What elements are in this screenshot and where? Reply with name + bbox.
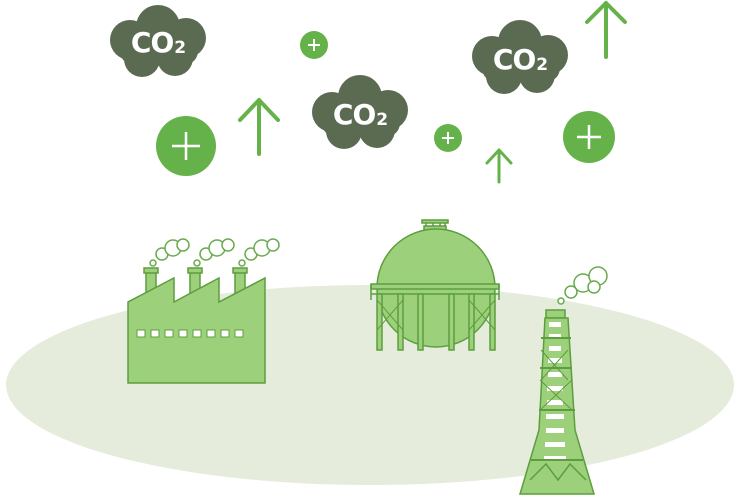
- up-arrow-icon: [485, 148, 513, 184]
- plus-circle-icon: [300, 31, 328, 59]
- co2-text: CO: [492, 42, 536, 76]
- factory-icon: [127, 267, 266, 384]
- plus-circle-icon: [434, 124, 462, 152]
- plus-circle-icon: [563, 111, 615, 163]
- ground-ellipse: [6, 285, 734, 485]
- co2-cloud-icon: [472, 20, 568, 94]
- plus-circle-icon: [156, 116, 216, 176]
- smoke-cloud-icon: [149, 238, 280, 267]
- co2-cloud-icon: [312, 75, 408, 149]
- co2-cloud-icon: [110, 5, 206, 77]
- gas-storage-tank-icon: [370, 219, 500, 351]
- co2-subscript: 2: [174, 38, 186, 58]
- co2-subscript: 2: [536, 55, 548, 75]
- co2-subscript: 2: [376, 110, 388, 130]
- up-arrow-icon: [238, 98, 280, 156]
- refinery-tower-icon: [518, 309, 596, 495]
- co2-text: CO: [130, 25, 174, 59]
- smoke-cloud-icon: [557, 266, 608, 305]
- up-arrow-icon: [585, 1, 627, 59]
- co2-text: CO: [332, 97, 376, 131]
